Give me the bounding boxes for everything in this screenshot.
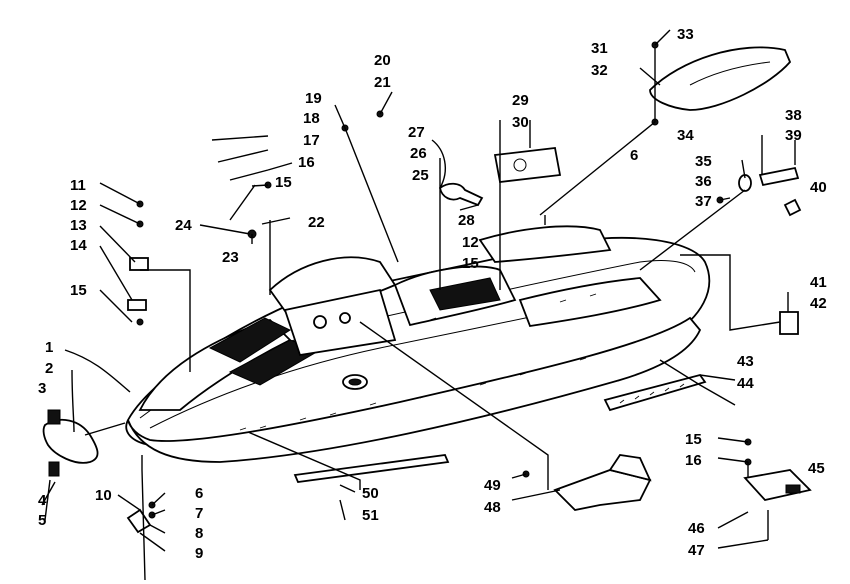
callout-13: 13 [70, 217, 87, 234]
callout-22: 22 [308, 214, 325, 231]
callout-6a: 6 [195, 485, 203, 502]
leader-lines [41, 29, 796, 581]
callout-43: 43 [737, 353, 754, 370]
callout-39: 39 [785, 127, 802, 144]
callout-12b: 12 [462, 234, 479, 251]
callout-29: 29 [512, 92, 529, 109]
callout-51: 51 [362, 507, 379, 524]
callout-15a: 15 [70, 282, 87, 299]
callout-19: 19 [305, 90, 322, 107]
callout-26: 26 [410, 145, 427, 162]
callout-33: 33 [677, 26, 694, 43]
callout-20: 20 [374, 52, 391, 69]
callout-4: 4 [38, 492, 47, 509]
callout-34: 34 [677, 127, 694, 144]
callout-15d: 15 [685, 431, 702, 448]
callout-5: 5 [38, 512, 46, 529]
callout-3: 3 [38, 380, 46, 397]
callout-23: 23 [222, 249, 239, 266]
callout-36: 36 [695, 173, 712, 190]
callout-6b: 6 [630, 147, 638, 164]
callout-32: 32 [591, 62, 608, 79]
callout-35: 35 [695, 153, 712, 170]
callout-16b: 16 [685, 452, 702, 469]
callout-44: 44 [737, 375, 754, 392]
callout-27: 27 [408, 124, 425, 141]
callout-37: 37 [695, 193, 712, 210]
callout-41: 41 [810, 274, 827, 291]
callout-21: 21 [374, 74, 391, 91]
callout-17: 17 [303, 132, 320, 149]
callout-42: 42 [810, 295, 827, 312]
callout-49: 49 [484, 477, 501, 494]
callout-50: 50 [362, 485, 379, 502]
callout-9: 9 [195, 545, 203, 562]
callout-labels: 1 2 3 4 5 6 7 8 9 10 11 12 13 14 15 16 1… [38, 26, 827, 562]
callout-31: 31 [591, 40, 608, 57]
callout-12a: 12 [70, 197, 87, 214]
callout-18: 18 [303, 110, 320, 127]
callout-48: 48 [484, 499, 501, 516]
callout-7: 7 [195, 505, 203, 522]
callout-38: 38 [785, 107, 802, 124]
callout-40: 40 [810, 179, 827, 196]
callout-8: 8 [195, 525, 203, 542]
callout-47: 47 [688, 542, 705, 559]
callout-15c: 15 [462, 255, 479, 272]
callout-2: 2 [45, 360, 53, 377]
callout-16a: 16 [298, 154, 315, 171]
callout-28: 28 [458, 212, 475, 229]
callout-15b: 15 [275, 174, 292, 191]
hull [125, 225, 711, 463]
callout-24: 24 [175, 217, 192, 234]
callout-30: 30 [512, 114, 529, 131]
callout-25: 25 [412, 167, 429, 184]
callout-45: 45 [808, 460, 825, 477]
callout-14: 14 [70, 237, 87, 254]
small-parts [42, 41, 812, 534]
callout-11: 11 [70, 177, 86, 194]
callout-1: 1 [45, 339, 53, 356]
callout-46: 46 [688, 520, 705, 537]
callout-10: 10 [95, 487, 112, 504]
